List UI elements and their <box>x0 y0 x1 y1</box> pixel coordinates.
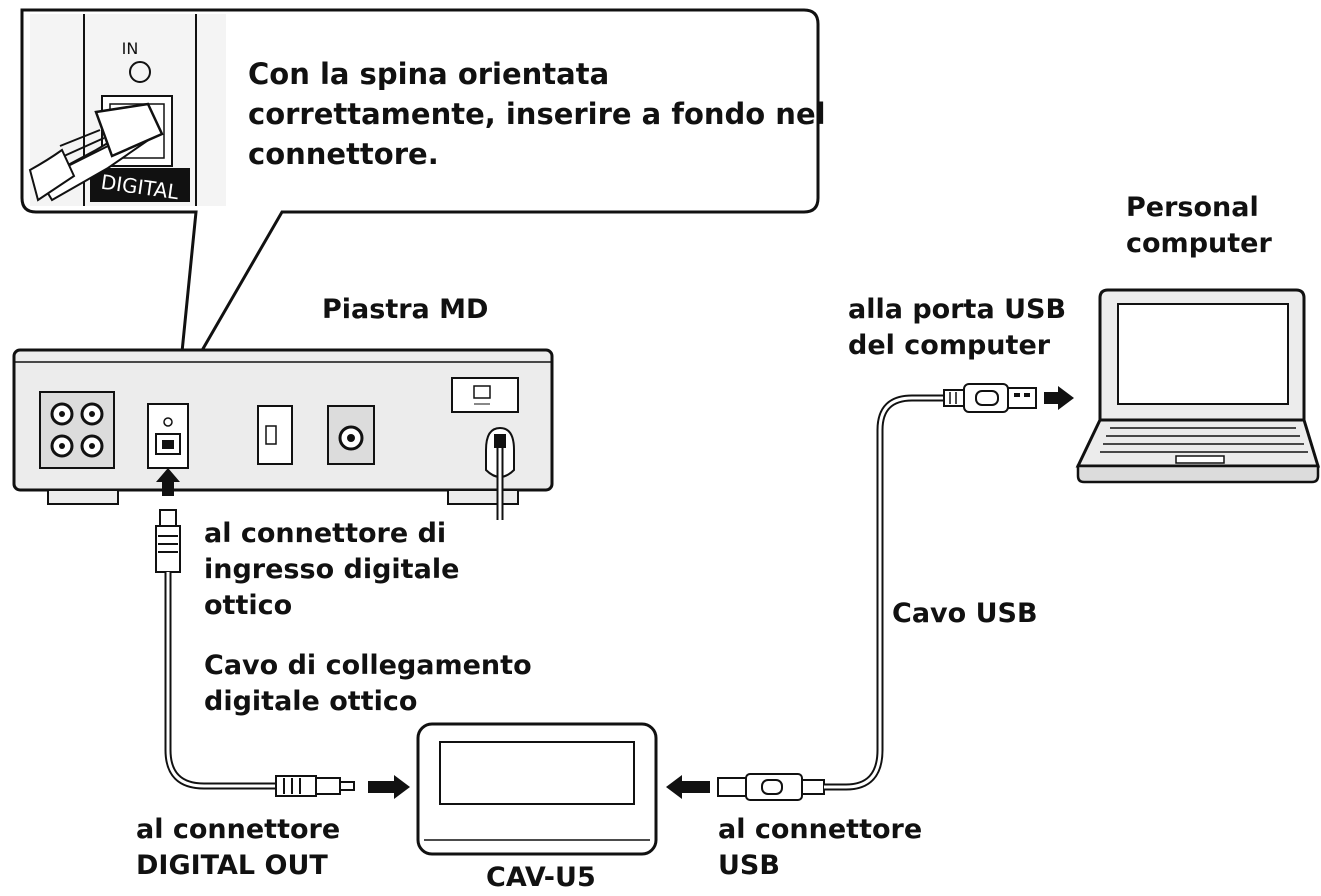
usb-connector-label-line-2: USB <box>718 850 780 881</box>
usb-connector-label-line-1: al connettore <box>718 814 923 845</box>
deck-foot-right <box>447 489 519 505</box>
callout-instruction-text: Con la spina orientata correttamente, in… <box>248 54 826 174</box>
callout-line-3: connettore. <box>248 137 439 171</box>
optical-input-label-line-3: ottico <box>204 590 293 621</box>
optical-input-label-line-2: ingresso digitale <box>204 554 460 585</box>
arrow-into-cav-left-icon <box>368 775 410 799</box>
arrow-into-deck-icon <box>156 468 180 496</box>
optical-input-label-line-1: al connettore di <box>204 518 447 549</box>
digital-out-label-line-2: DIGITAL OUT <box>136 850 328 881</box>
md-deck-label: Piastra MD <box>322 294 489 325</box>
deck-voltage-selector <box>451 377 519 413</box>
computer-label: Personal computer <box>1126 190 1272 262</box>
deck-foot-left <box>47 489 119 505</box>
usb-connector-label: al connettore USB <box>718 812 922 884</box>
callout-line-1: Con la spina orientata <box>248 57 610 91</box>
computer-label-line-1: Personal <box>1126 192 1259 223</box>
usb-port-label-line-2: del computer <box>848 330 1051 361</box>
optical-input-label: al connettore di ingresso digitale ottic… <box>204 516 459 624</box>
callout-line-2: correttamente, inserire a fondo nel <box>248 97 826 131</box>
deck-switch <box>257 405 293 465</box>
callout-inset-illustration: IN DIGITAL <box>28 14 226 206</box>
arrow-into-computer-icon <box>1044 386 1074 410</box>
deck-rca-jacks <box>39 391 115 469</box>
deck-digital-in-jack <box>147 403 189 469</box>
callout-bubble: IN DIGITAL <box>20 8 820 393</box>
optical-cable-label: Cavo di collegamento digitale ottico <box>204 648 532 720</box>
laptop-computer <box>1075 288 1321 484</box>
usb-port-label: alla porta USB del computer <box>848 292 1066 364</box>
cav-u5-label: CAV-U5 <box>486 862 596 893</box>
deck-round-connector <box>327 405 375 465</box>
usb-port-label-line-1: alla porta USB <box>848 294 1067 325</box>
optical-cable <box>155 509 355 797</box>
inset-jack-circle <box>129 61 151 83</box>
inset-in-label: IN <box>122 39 139 58</box>
digital-out-label: al connettore DIGITAL OUT <box>136 812 340 884</box>
inset-optical-plug <box>28 102 164 202</box>
arrow-into-cav-right-icon <box>666 775 710 799</box>
cav-u5-device <box>416 722 658 856</box>
optical-cable-label-line-2: digitale ottico <box>204 686 418 717</box>
deck-power-cord <box>485 426 515 520</box>
digital-out-label-line-1: al connettore <box>136 814 341 845</box>
usb-cable-label: Cavo USB <box>892 598 1038 629</box>
optical-cable-label-line-1: Cavo di collegamento <box>204 650 532 681</box>
usb-cable <box>717 383 1037 801</box>
computer-label-line-2: computer <box>1126 228 1272 259</box>
md-deck <box>12 348 554 520</box>
